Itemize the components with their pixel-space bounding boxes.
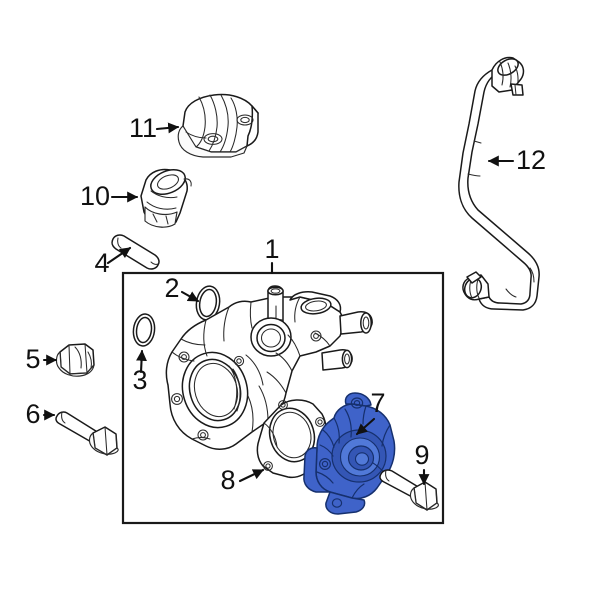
callout-2: 2 — [164, 273, 200, 303]
callout-11-label: 11 — [129, 113, 157, 143]
part-12-coolant-bypass-hose — [458, 56, 540, 311]
callout-5: 5 — [25, 344, 58, 374]
part-7-engine-water-pump — [303, 392, 396, 515]
callout-11: 11 — [129, 113, 180, 143]
callout-7-leader — [355, 417, 376, 436]
callout-9-label: 9 — [414, 440, 429, 470]
callout-1: 1 — [264, 234, 280, 275]
callout-9: 9 — [414, 440, 430, 486]
callout-8: 8 — [220, 465, 265, 495]
part-4-dowel-pin — [111, 234, 160, 270]
assembly-box-group — [121, 271, 445, 525]
callout-6-label: 6 — [25, 399, 40, 429]
part-1-water-pump-housing-body — [165, 285, 373, 450]
callout-8-leader — [238, 468, 265, 483]
callout-7-label: 7 — [370, 388, 385, 418]
callout-3-label: 3 — [132, 365, 147, 395]
callout-12: 12 — [487, 145, 546, 175]
callout-6: 6 — [25, 399, 56, 429]
callout-1-label: 1 — [264, 234, 279, 264]
callout-2-label: 2 — [164, 273, 179, 303]
part-6-flange-bolt — [55, 411, 119, 456]
callout-3-leader — [136, 349, 147, 374]
callout-12-label: 12 — [516, 145, 546, 175]
callout-3: 3 — [132, 349, 148, 395]
part-11-thermostat-housing-cover — [177, 93, 259, 158]
callout-4: 4 — [94, 246, 132, 278]
part-3-oring-seal — [132, 313, 156, 347]
callout-7: 7 — [355, 388, 386, 436]
callout-10: 10 — [80, 181, 139, 211]
assembly-box-frame — [121, 271, 445, 525]
callout-5-label: 5 — [25, 344, 40, 374]
callout-8-label: 8 — [220, 465, 235, 495]
part-2-oring-seal — [195, 285, 221, 321]
part-10-connector-elbow — [140, 168, 192, 228]
callout-4-label: 4 — [94, 248, 109, 278]
part-5-flange-nut — [55, 343, 95, 377]
part-9-water-pump-bolt — [379, 469, 439, 511]
callout-11-leader — [155, 122, 180, 134]
callout-2-leader — [180, 290, 200, 303]
callout-4-leader — [106, 246, 132, 265]
callout-10-label: 10 — [80, 181, 110, 211]
